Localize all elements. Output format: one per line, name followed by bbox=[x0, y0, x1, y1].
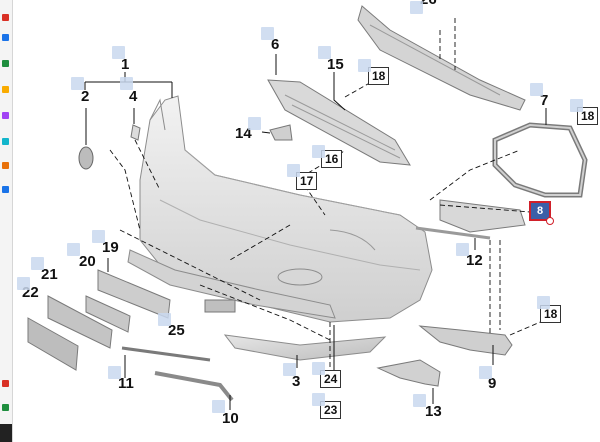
hotspot-11[interactable] bbox=[108, 366, 121, 379]
part-label-2: 2 bbox=[81, 88, 90, 105]
clip-4-part bbox=[130, 124, 141, 141]
part-label-14: 14 bbox=[235, 125, 252, 142]
lower-spoiler-part bbox=[223, 334, 387, 361]
toolbar-icon-8[interactable] bbox=[2, 186, 9, 193]
toolbar-icon-1[interactable] bbox=[2, 14, 9, 21]
part-label-25: 25 bbox=[168, 322, 185, 339]
toolbar-icon-9[interactable] bbox=[2, 380, 9, 387]
toolbar-icon-2[interactable] bbox=[2, 34, 9, 41]
hotspot-16[interactable] bbox=[312, 145, 325, 158]
boxed-label-18-top: 18 bbox=[368, 67, 390, 85]
lower-grille-part bbox=[127, 249, 336, 319]
bracket-13-part bbox=[376, 359, 441, 387]
hotspot-4[interactable] bbox=[120, 77, 133, 90]
bracket-9-part bbox=[418, 325, 513, 356]
toolbar-icon-10[interactable] bbox=[2, 404, 9, 411]
hotspot-19[interactable] bbox=[92, 230, 105, 243]
toolbar-icon-5[interactable] bbox=[2, 112, 9, 119]
toolbar-bottom-block bbox=[0, 424, 12, 442]
hotspot-22[interactable] bbox=[17, 277, 30, 290]
boxed-label-17: 17 bbox=[296, 172, 318, 190]
part-label-15: 15 bbox=[327, 56, 344, 73]
hotspot-6[interactable] bbox=[261, 27, 274, 40]
part-label-7: 7 bbox=[540, 92, 549, 109]
boxed-label-18-lower: 18 bbox=[540, 305, 562, 323]
part-label-12: 12 bbox=[466, 252, 483, 269]
part-label-10: 10 bbox=[222, 410, 239, 427]
toolbar-icon-6[interactable] bbox=[2, 138, 9, 145]
toolbar-icon-4[interactable] bbox=[2, 86, 9, 93]
part-label-1: 1 bbox=[121, 56, 130, 73]
hotspot-25[interactable] bbox=[158, 313, 171, 326]
hotspot-3[interactable] bbox=[283, 363, 296, 376]
hotspot-23[interactable] bbox=[312, 393, 325, 406]
part-label-26: 26 bbox=[420, 0, 437, 7]
toolbar-icon-7[interactable] bbox=[2, 162, 9, 169]
boxed-label-24: 24 bbox=[320, 370, 342, 388]
boxed-label-16: 16 bbox=[321, 150, 343, 168]
part-label-21: 21 bbox=[41, 266, 58, 283]
selected-part-8-hotspot[interactable]: 8 bbox=[529, 201, 551, 221]
bumper-cover-part bbox=[139, 95, 433, 323]
tow-cap-2-part bbox=[78, 146, 94, 170]
license-plate-holder bbox=[204, 299, 236, 313]
hotspot-14[interactable] bbox=[248, 117, 261, 130]
trim-11-part bbox=[121, 346, 211, 362]
selected-part-8-label: 8 bbox=[536, 205, 544, 217]
strip-20-part bbox=[85, 295, 131, 333]
hotspot-18-top[interactable] bbox=[358, 59, 371, 72]
hotspot-13[interactable] bbox=[413, 394, 426, 407]
part-label-13: 13 bbox=[425, 403, 442, 420]
hotspot-17[interactable] bbox=[287, 164, 300, 177]
absorber-26-part bbox=[357, 5, 526, 111]
part-label-3: 3 bbox=[292, 373, 301, 390]
part-label-4: 4 bbox=[129, 88, 138, 105]
selected-part-marker bbox=[546, 217, 554, 225]
strip-22-part bbox=[27, 317, 79, 371]
dashed-guides bbox=[109, 18, 546, 370]
hotspot-18-right[interactable] bbox=[570, 99, 583, 112]
part-label-20: 20 bbox=[79, 253, 96, 270]
hotspot-21[interactable] bbox=[31, 257, 44, 270]
part-label-11: 11 bbox=[118, 375, 134, 392]
part-label-6: 6 bbox=[271, 36, 280, 53]
hotspot-10[interactable] bbox=[212, 400, 225, 413]
duct-12-part bbox=[439, 199, 526, 233]
toolbar-icon-3[interactable] bbox=[2, 60, 9, 67]
part-label-9: 9 bbox=[488, 375, 497, 392]
part-label-19: 19 bbox=[102, 239, 119, 256]
hotspot-12[interactable] bbox=[456, 243, 469, 256]
hotspot-18-lower[interactable] bbox=[537, 296, 550, 309]
hotspot-1[interactable] bbox=[112, 46, 125, 59]
hotspot-9[interactable] bbox=[479, 366, 492, 379]
left-toolbar-strip bbox=[0, 0, 13, 442]
parts-diagram bbox=[27, 5, 588, 410]
bracket-7-part bbox=[492, 122, 588, 198]
strip-21-part bbox=[47, 295, 113, 349]
hotspot-24[interactable] bbox=[312, 362, 325, 375]
hotspot-15[interactable] bbox=[318, 46, 331, 59]
hotspot-20[interactable] bbox=[67, 243, 80, 256]
trim-10-part bbox=[154, 371, 234, 402]
hotspot-26[interactable] bbox=[410, 1, 423, 14]
boxed-label-23: 23 bbox=[320, 401, 342, 419]
hotspot-2[interactable] bbox=[71, 77, 84, 90]
clip-14-part bbox=[269, 124, 293, 141]
hotspot-7[interactable] bbox=[530, 83, 543, 96]
